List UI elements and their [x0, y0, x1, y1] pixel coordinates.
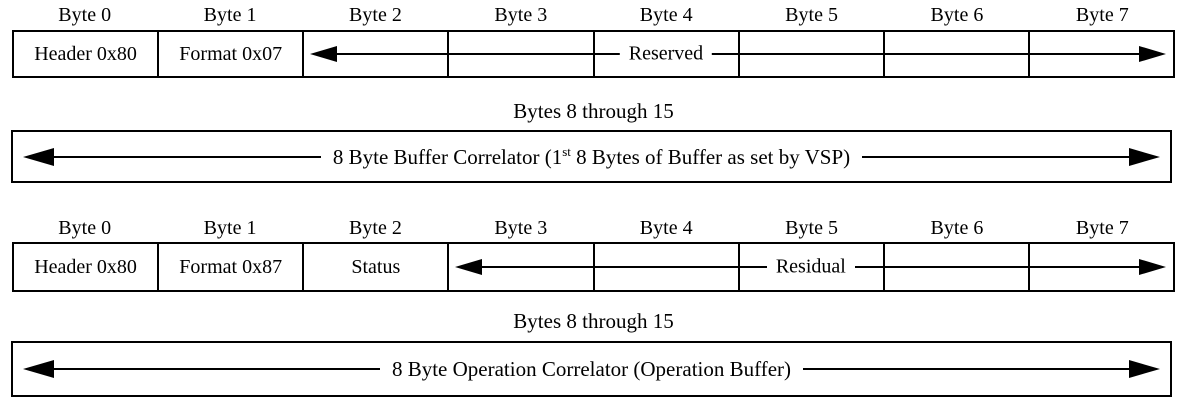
buffer-correlator-text-suffix: 8 Bytes of Buffer as set by VSP) — [570, 144, 851, 169]
byte-header-label: Byte 3 — [494, 217, 548, 239]
cell-header: Header 0x80 — [34, 255, 137, 278]
arrowhead-left-icon — [309, 46, 337, 62]
arrowhead-right-icon — [1139, 259, 1166, 275]
byte-header-label: Byte 7 — [1075, 217, 1129, 239]
byte-header-label: Byte 1 — [203, 217, 257, 239]
arrow-line — [54, 368, 380, 370]
operation-correlator-box: 8 Byte Operation Correlator (Operation B… — [11, 341, 1172, 397]
byte-header-label: Byte 5 — [785, 217, 838, 239]
cell-format: Format 0x07 — [157, 32, 302, 76]
buffer-correlator-superscript: st — [562, 143, 571, 159]
byte-header-row-response: Byte 0 Byte 1 Byte 2 Byte 3 Byte 4 Byte … — [12, 216, 1175, 240]
byte-header-label: Byte 7 — [1075, 4, 1129, 26]
byte-header-label: Byte 4 — [639, 217, 693, 239]
operation-correlator-text: 8 Byte Operation Correlator (Operation B… — [391, 356, 792, 381]
cell-header: Header 0x80 — [34, 42, 137, 65]
reserved-label: Reserved — [619, 42, 713, 66]
arrowhead-right-icon — [1129, 147, 1160, 166]
bytes-8-15-label: Bytes 8 through 15 — [513, 309, 674, 333]
byte-header-row-request: Byte 0 Byte 1 Byte 2 Byte 3 Byte 4 Byte … — [12, 3, 1175, 27]
byte-header-label: Byte 1 — [203, 4, 257, 26]
byte-header-label: Byte 6 — [930, 4, 984, 26]
byte-table-format07: Header 0x80 Format 0x07 Reserved — [12, 30, 1175, 78]
byte-header-label: Byte 2 — [349, 217, 402, 239]
reserved-span-arrow — [309, 32, 1166, 76]
byte-header-label: Byte 2 — [349, 4, 402, 26]
byte-header-label: Byte 6 — [930, 217, 984, 239]
cell-byte3-empty — [447, 244, 592, 290]
arrow-line — [862, 155, 1129, 158]
arrow-line — [803, 368, 1129, 370]
bytes-8-15-label: Bytes 8 through 15 — [513, 99, 674, 123]
arrowhead-left-icon — [454, 259, 482, 275]
arrowhead-left-icon — [23, 360, 54, 378]
byte-header-label: Byte 4 — [639, 4, 693, 26]
buffer-correlator-box: 8 Byte Buffer Correlator (1st 8 Bytes of… — [11, 130, 1172, 183]
arrowhead-left-icon — [23, 147, 54, 166]
buffer-correlator-text-prefix: 8 Byte Buffer Correlator (1 — [332, 144, 563, 169]
arrow-line — [336, 53, 1139, 55]
arrowhead-right-icon — [1139, 46, 1166, 62]
byte-header-label: Byte 5 — [785, 4, 838, 26]
residual-label: Residual — [766, 255, 855, 279]
byte-header-label: Byte 3 — [494, 4, 548, 26]
cell-format: Format 0x87 — [157, 244, 302, 290]
arrowhead-right-icon — [1129, 360, 1160, 378]
cell-byte2-empty — [302, 32, 447, 76]
byte-header-label: Byte 0 — [58, 4, 112, 26]
arrow-line — [54, 155, 321, 158]
cell-status: Status — [302, 244, 447, 290]
byte-header-label: Byte 0 — [58, 217, 112, 239]
buffer-correlator-text: 8 Byte Buffer Correlator (1st 8 Bytes of… — [321, 144, 862, 170]
byte-table-format87: Header 0x80 Format 0x87 Status Residual — [12, 242, 1175, 292]
